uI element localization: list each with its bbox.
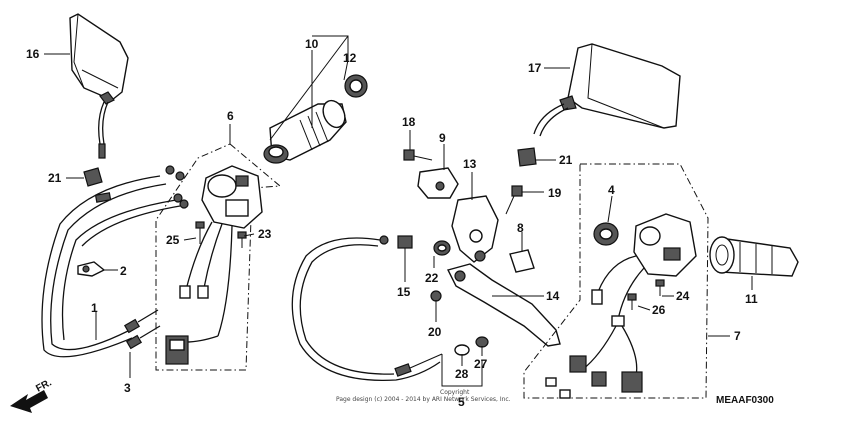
grip-end-12[interactable] bbox=[344, 74, 368, 98]
diagram-code: MEAAF0300 bbox=[716, 395, 774, 406]
front-direction-arrow: FR. bbox=[10, 377, 54, 413]
callout-15: 15 bbox=[397, 285, 411, 299]
front-arrow-label: FR. bbox=[34, 377, 54, 394]
right-housing-boundary bbox=[523, 163, 709, 399]
clutch-cable[interactable] bbox=[291, 235, 443, 382]
callout-9: 9 bbox=[439, 131, 446, 145]
callout-24: 24 bbox=[676, 289, 690, 303]
callout-23: 23 bbox=[258, 227, 272, 241]
callout-1: 1 bbox=[91, 301, 98, 315]
copyright-notice: Page design (c) 2004 - 2014 by ARI Netwo… bbox=[336, 396, 511, 403]
callout-17: 17 bbox=[528, 61, 542, 75]
left-switch-housing[interactable] bbox=[165, 165, 263, 365]
callout-12: 12 bbox=[343, 51, 357, 65]
callout-21-right: 21 bbox=[559, 153, 573, 167]
callout-10: 10 bbox=[305, 37, 319, 51]
callout-4: 4 bbox=[608, 183, 615, 197]
right-mirror[interactable] bbox=[533, 43, 681, 137]
screw-26[interactable] bbox=[627, 293, 637, 310]
cable-clamp-2[interactable] bbox=[77, 261, 106, 277]
callout-16: 16 bbox=[26, 47, 40, 61]
cap-21-right[interactable] bbox=[517, 147, 537, 167]
callout-19: 19 bbox=[548, 186, 562, 200]
callout-26: 26 bbox=[652, 303, 666, 317]
callout-2: 2 bbox=[120, 264, 127, 278]
adjuster-15[interactable] bbox=[397, 235, 413, 262]
left-mirror[interactable] bbox=[69, 13, 129, 159]
callout-5: 5 bbox=[458, 395, 465, 409]
callout-28: 28 bbox=[455, 367, 469, 381]
callout-25: 25 bbox=[166, 233, 180, 247]
bolt-18[interactable] bbox=[403, 149, 433, 161]
switch-housing-boundary bbox=[155, 143, 282, 371]
callout-8: 8 bbox=[517, 221, 524, 235]
ring-4[interactable] bbox=[593, 222, 619, 246]
throttle-cables[interactable] bbox=[41, 165, 189, 358]
bolt-19[interactable] bbox=[505, 185, 523, 215]
grip-11[interactable] bbox=[709, 236, 799, 277]
callout-6: 6 bbox=[227, 109, 234, 123]
callout-14: 14 bbox=[546, 289, 560, 303]
right-switch-housing[interactable] bbox=[545, 213, 697, 399]
switch-8[interactable] bbox=[509, 249, 535, 273]
washer-28[interactable] bbox=[454, 344, 470, 356]
bolt-20[interactable] bbox=[430, 290, 442, 302]
screw-25[interactable] bbox=[195, 221, 205, 244]
holder-9[interactable] bbox=[417, 167, 459, 199]
bracket-13[interactable] bbox=[451, 195, 499, 263]
callout-21-left: 21 bbox=[48, 171, 62, 185]
callout-22: 22 bbox=[425, 271, 439, 285]
screw-24[interactable] bbox=[655, 279, 665, 296]
callout-11: 11 bbox=[745, 292, 758, 306]
copyright-label: Copyright bbox=[440, 389, 470, 396]
cap-21-left[interactable] bbox=[83, 167, 103, 187]
callout-27: 27 bbox=[474, 357, 488, 371]
screw-23[interactable] bbox=[237, 231, 247, 248]
callout-20: 20 bbox=[428, 325, 442, 339]
nut-27[interactable] bbox=[475, 336, 489, 348]
leader-lines bbox=[44, 35, 753, 387]
callout-3: 3 bbox=[124, 381, 131, 395]
clutch-lever-14[interactable] bbox=[446, 263, 561, 347]
callout-13: 13 bbox=[463, 157, 477, 171]
throttle-grip[interactable] bbox=[263, 97, 349, 164]
callout-18: 18 bbox=[402, 115, 416, 129]
nut-22[interactable] bbox=[433, 240, 451, 256]
callout-7: 7 bbox=[734, 329, 741, 343]
